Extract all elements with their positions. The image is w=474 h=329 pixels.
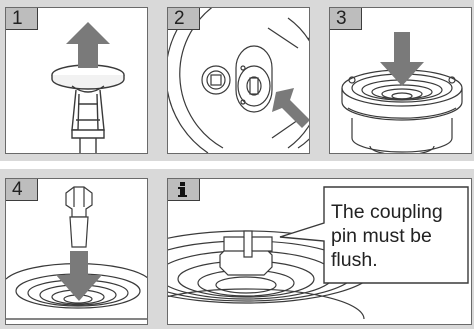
info-glyph (178, 182, 187, 197)
step-4-illustration (6, 186, 147, 320)
arrow-down-icon-2 (56, 251, 102, 301)
step-3-panel: 3 (329, 7, 472, 154)
step-2-illustration (168, 8, 309, 153)
step-1-panel: 1 (5, 7, 148, 154)
info-illustration (168, 186, 469, 320)
step-3-illustration (341, 32, 463, 153)
step-number-1: 1 (6, 8, 38, 30)
callout-text: The coupling pin must be flush. (331, 200, 461, 272)
step-2-panel: 2 (167, 7, 310, 154)
arrow-down-icon (380, 32, 424, 86)
arrow-diagonal-icon (272, 88, 309, 128)
step-number-3: 3 (330, 8, 362, 30)
callout-bubble (279, 186, 469, 284)
callout-line-3: flush. (331, 249, 378, 271)
callout-line-2: pin must be (331, 225, 432, 247)
info-panel: The coupling pin must be flush. (167, 178, 472, 325)
step-number-2: 2 (168, 8, 200, 30)
step-4-panel: 4 (5, 178, 148, 325)
arrow-up-icon (66, 22, 110, 68)
step-1-illustration (51, 22, 125, 153)
step-number-4: 4 (6, 179, 38, 201)
callout-line-1: The coupling (331, 201, 443, 223)
info-icon (168, 179, 200, 201)
